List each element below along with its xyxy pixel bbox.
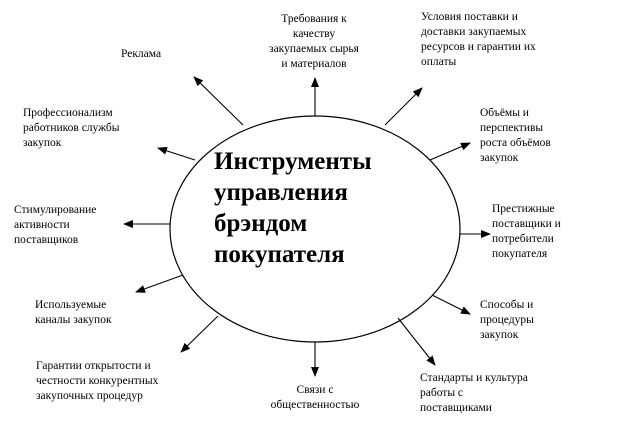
- arrow-volumes: [429, 142, 471, 161]
- node-line: Способы и: [480, 299, 534, 311]
- node-line: и материалов: [281, 58, 347, 70]
- node-prestige-suppliers: Престижные поставщики и потребители поку…: [492, 202, 561, 262]
- node-line: закупок: [480, 329, 519, 341]
- node-line: Гарантии открытости и: [36, 360, 151, 372]
- arrow-advertising: [193, 76, 244, 126]
- center-title-line: управления: [214, 179, 348, 206]
- node-methods-procedures: Способы и процедуры закупок: [480, 298, 534, 343]
- node-line: честности конкурентных: [36, 375, 159, 387]
- arrow-standards: [397, 317, 436, 366]
- node-delivery-terms: Условия поставки и доставки закупаемых р…: [421, 10, 536, 70]
- center-title: Инструменты управления брэндом покупател…: [214, 146, 414, 270]
- node-openness-guarantees: Гарантии открытости и честности конкурен…: [36, 359, 158, 404]
- arrow-guarantees: [180, 315, 219, 353]
- arrow-methods: [431, 294, 471, 315]
- node-purchase-volumes: Объёмы и перспективы роста объёмов закуп…: [480, 106, 551, 166]
- node-line: Престижные: [492, 203, 555, 215]
- node-line: работы с: [420, 387, 464, 399]
- node-line: доставки закупаемых: [421, 26, 527, 38]
- node-line: Используемые: [35, 299, 107, 311]
- node-line: покупателя: [492, 248, 548, 260]
- node-purchase-channels: Используемые каналы закупок: [35, 298, 112, 328]
- node-line: Профессионализм: [23, 107, 113, 119]
- node-line: закупаемых сырья: [269, 43, 359, 55]
- node-line: перспективы: [480, 122, 544, 134]
- node-line: закупок: [23, 137, 62, 149]
- center-title-line: брэндом: [214, 210, 308, 237]
- node-line: закупок: [480, 152, 519, 164]
- arrow-professionalism: [157, 146, 196, 161]
- node-line: Реклама: [121, 48, 162, 60]
- node-line: активности: [14, 219, 70, 231]
- node-line: оплаты: [421, 56, 457, 68]
- node-staff-professionalism: Профессионализм работников службы закупо…: [23, 106, 120, 151]
- node-line: работников службы: [23, 122, 120, 134]
- node-line: Стимулирование: [14, 204, 97, 216]
- node-public-relations: Связи с общественностью: [260, 383, 370, 413]
- center-title-line: Инструменты: [214, 148, 372, 175]
- node-line: Объёмы и: [480, 107, 529, 119]
- node-line: потребители: [492, 233, 554, 245]
- arrow-delivery: [384, 87, 423, 126]
- arrow-channels: [135, 274, 184, 293]
- node-line: общественностью: [270, 399, 360, 411]
- node-line: Условия поставки и: [421, 11, 518, 23]
- center-title-line: покупателя: [214, 241, 345, 268]
- node-standards-culture: Стандарты и культура работы с поставщика…: [420, 371, 528, 416]
- node-line: Требования к: [281, 13, 347, 25]
- node-line: процедуры: [480, 314, 534, 326]
- node-line: закупочных процедур: [36, 390, 143, 402]
- node-line: поставщиков: [14, 234, 79, 246]
- node-line: поставщиками: [420, 402, 492, 414]
- node-line: каналы закупок: [35, 314, 112, 326]
- node-line: роста объёмов: [480, 137, 551, 149]
- node-line: Связи с: [296, 384, 334, 396]
- node-advertising: Реклама: [121, 47, 161, 62]
- node-quality-requirements: Требования к качеству закупаемых сырья и…: [246, 12, 382, 72]
- node-line: качеству: [292, 28, 336, 40]
- node-supplier-stimulation: Стимулирование активности поставщиков: [14, 203, 96, 248]
- node-line: ресурсов и гарантии их: [421, 41, 536, 53]
- node-line: поставщики и: [492, 218, 561, 230]
- node-line: Стандарты и культура: [420, 372, 528, 384]
